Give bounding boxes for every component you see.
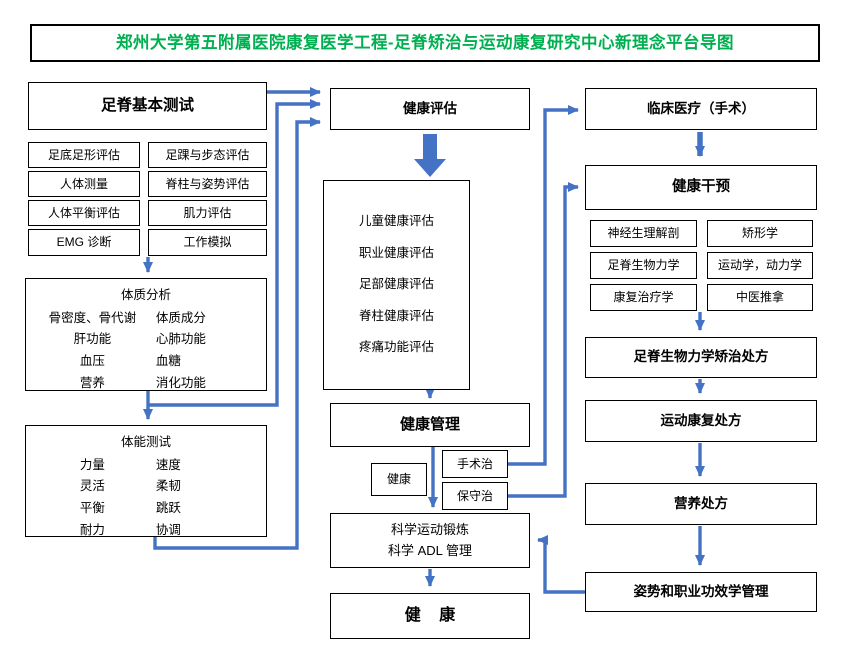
foot-shape-eval-box: 足底足形评估 [28,142,140,168]
ankle-gait-eval-box: 足踝与步态评估 [148,142,267,168]
fitness-cell: 平衡 [79,500,105,515]
fitness-row: 平衡 跳跃 [32,501,260,517]
nutrition-rx-box: 营养处方 [585,483,817,525]
foot-spine-basic-test-box: 足脊基本测试 [28,82,267,130]
fitness-cell: 灵活 [79,479,105,494]
physique-analysis-title: 体质分析 [120,288,171,302]
physique-row: 肝功能 心肺功能 [32,332,260,348]
emg-diagnosis-box: EMG 诊断 [28,229,140,256]
assessment-list-item: 脊柱健康评估 [358,308,434,323]
biomech-correction-rx-box: 足脊生物力学矫治处方 [585,337,817,378]
physique-cell: 消化功能 [155,375,206,390]
posture-ergonomics-box: 姿势和职业功效学管理 [585,572,817,612]
fitness-test-box: 体能测试 力量 速度 灵活 柔韧 平衡 跳跃 耐力 协调 [25,425,267,537]
physique-cell: 血压 [79,353,105,368]
assessment-list-item: 儿童健康评估 [358,213,434,228]
balance-eval-box: 人体平衡评估 [28,200,140,226]
muscle-strength-eval-box: 肌力评估 [148,200,267,226]
neuro-anatomy-box: 神经生理解剖 [590,220,697,247]
final-health-box: 健 康 [330,593,530,639]
arrow-posture-to-exercise [537,535,585,594]
scientific-exercise-box: 科学运动锻炼 科学 ADL 管理 [330,513,530,568]
assessment-list-box: 儿童健康评估 职业健康评估 足部健康评估 脊柱健康评估 疼痛功能评估 [323,180,470,390]
work-simulation-box: 工作模拟 [148,229,267,256]
block-arrow-assessment-to-list [414,134,446,177]
fitness-row: 力量 速度 [32,458,260,474]
arrow-physique-to-assessment [148,99,321,407]
physique-analysis-box: 体质分析 骨密度、骨代谢 体质成分 肝功能 心肺功能 血压 血糖 营养 消化功能 [25,278,267,391]
fitness-row: 耐力 协调 [32,523,260,539]
health-assessment-box: 健康评估 [330,88,530,130]
fitness-row: 灵活 柔韧 [32,479,260,495]
surgical-treatment-box: 手术治 [442,450,508,478]
physique-row: 血压 血糖 [32,354,260,370]
foot-spine-biomech-box: 足脊生物力学 [590,252,697,279]
physique-cell: 血糖 [155,353,181,368]
rehab-therapy-box: 康复治疗学 [590,284,697,311]
fitness-cell: 协调 [155,522,181,537]
scientific-exercise-line1: 科学运动锻炼 [390,521,469,537]
health-intervention-box: 健康干预 [585,165,817,210]
orthotics-box: 矫形学 [707,220,813,247]
physique-row: 骨密度、骨代谢 体质成分 [32,311,260,327]
arrow-fitness-to-assessment [153,117,321,550]
fitness-cell: 耐力 [79,522,105,537]
sport-rehab-rx-box: 运动康复处方 [585,400,817,442]
health-management-box: 健康管理 [330,403,530,447]
physique-cell: 骨密度、骨代谢 [48,310,137,325]
health-small-box: 健康 [371,463,427,496]
physique-cell: 营养 [79,375,105,390]
arrow-surgical-to-clinical [508,105,579,466]
fitness-cell: 速度 [155,457,181,472]
physique-rows: 骨密度、骨代谢 体质成分 肝功能 心肺功能 血压 血糖 营养 消化功能 [32,311,260,392]
kinematics-dynamics-box: 运动学，动力学 [707,252,813,279]
anthropometry-box: 人体测量 [28,171,140,197]
arrow-conservative-to-intervention [508,182,579,498]
spine-posture-eval-box: 脊柱与姿势评估 [148,171,267,197]
physique-row: 营养 消化功能 [32,376,260,392]
assessment-list-item: 职业健康评估 [358,245,434,260]
physique-cell: 体质成分 [155,310,206,325]
clinical-treatment-box: 临床医疗（手术） [585,88,817,130]
diagram-title: 郑州大学第五附属医院康复医学工程-足脊矫治与运动康复研究中心新理念平台导图 [30,24,820,62]
assessment-list-item: 疼痛功能评估 [358,340,434,355]
conservative-treatment-box: 保守治 [442,482,508,510]
physique-cell: 心肺功能 [155,332,206,347]
fitness-test-title: 体能测试 [120,435,171,449]
tuina-box: 中医推拿 [707,284,813,311]
fitness-cell: 跳跃 [155,500,181,515]
scientific-adl-line2: 科学 ADL 管理 [387,543,473,558]
assessment-list-item: 足部健康评估 [358,277,434,292]
physique-cell: 肝功能 [73,332,112,347]
fitness-rows: 力量 速度 灵活 柔韧 平衡 跳跃 耐力 协调 [32,458,260,539]
fitness-cell: 柔韧 [155,479,181,494]
fitness-cell: 力量 [79,457,105,472]
